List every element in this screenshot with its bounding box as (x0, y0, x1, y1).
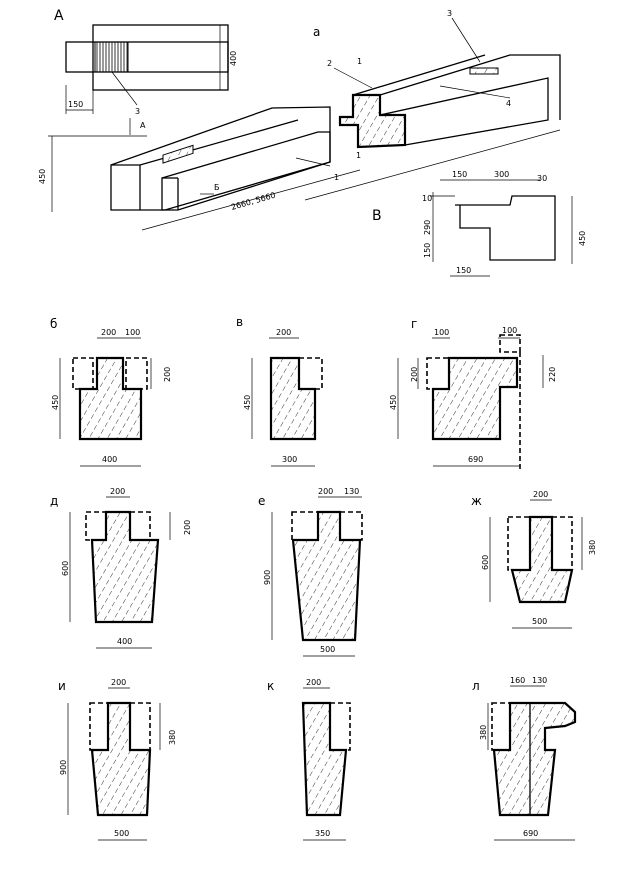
dim: 600 (61, 561, 70, 576)
view-a: А 400 150 3 (54, 8, 238, 116)
view-mark: Б (214, 183, 220, 192)
dim: 200 (101, 328, 116, 337)
dim: 400 (117, 637, 132, 646)
section-zh: ж 200 600 380 500 (471, 490, 597, 629)
callout: 3 (447, 9, 452, 18)
dim: 690 (468, 455, 483, 464)
dim: 380 (479, 725, 488, 740)
dim: 220 (548, 367, 557, 382)
callout: 2 (327, 59, 332, 68)
section-label: ж (471, 494, 482, 508)
section-label: г (411, 317, 417, 331)
dim: 150 (452, 170, 467, 179)
isometric-view: а 450 2660, 5660 А Б 1 2 3 4 1 1 (38, 9, 561, 231)
dim: 100 (502, 326, 517, 335)
dim: 130 (344, 487, 359, 496)
section-label: б (50, 317, 57, 331)
dim: 450 (389, 395, 398, 410)
section-d: д 200 200 600 400 (50, 487, 192, 649)
dim: 2660, 5660 (230, 191, 277, 212)
section-label: д (50, 494, 58, 508)
dim: 400 (102, 455, 117, 464)
section-b: б 200 100 450 200 400 (50, 317, 172, 467)
dim: 200 (410, 367, 419, 382)
dim: 380 (168, 730, 177, 745)
view-b-label: В (372, 208, 382, 224)
dim: 30 (537, 174, 547, 183)
dim: 500 (532, 617, 547, 626)
section-v: в 200 450 300 (236, 315, 323, 467)
view-a-label: А (54, 8, 64, 24)
dim: 200 (318, 487, 333, 496)
dim: 900 (59, 760, 68, 775)
dim: 300 (494, 170, 509, 179)
dim: 200 (111, 678, 126, 687)
dim: 150 (423, 243, 432, 258)
dim: 450 (51, 395, 60, 410)
section-label: и (58, 679, 66, 693)
view-mark: А (140, 121, 146, 130)
dim: 500 (320, 645, 335, 654)
section-mark: 1 (357, 57, 362, 66)
section-label: л (472, 679, 480, 693)
dim: 200 (276, 328, 291, 337)
callout: 1 (334, 173, 339, 182)
dim: 200 (306, 678, 321, 687)
dim: 200 (533, 490, 548, 499)
section-e: е 200 130 900 500 (258, 487, 363, 657)
section-label: в (236, 315, 243, 329)
dim: 300 (282, 455, 297, 464)
section-mark: 1 (356, 151, 361, 160)
iso-label: а (313, 25, 320, 39)
section-i: и 200 900 380 500 (58, 678, 177, 841)
dim: 150 (456, 266, 471, 275)
dim: 130 (532, 676, 547, 685)
dim: 200 (183, 520, 192, 535)
dim: 900 (263, 570, 272, 585)
section-label: к (267, 679, 274, 693)
dim: 160 (510, 676, 525, 685)
callout: 3 (135, 107, 140, 116)
dim: 200 (110, 487, 125, 496)
section-g: г 100 100 200 450 220 690 (389, 317, 557, 470)
dim: 450 (578, 231, 587, 246)
dim: 450 (243, 395, 252, 410)
dim: 150 (68, 100, 83, 109)
dim: 600 (481, 555, 490, 570)
dim: 690 (523, 829, 538, 838)
callout: 4 (506, 99, 511, 108)
section-label: е (258, 494, 265, 508)
section-k: к 200 350 (267, 678, 351, 841)
dim: 500 (114, 829, 129, 838)
dim: 200 (163, 367, 172, 382)
dim: 100 (125, 328, 140, 337)
section-l: л 160 130 380 690 (472, 676, 577, 841)
view-b: В 150 300 30 10 290 150 150 450 (372, 170, 587, 277)
dim: 10 (422, 194, 432, 203)
dim: 100 (434, 328, 449, 337)
dim: 400 (229, 51, 238, 66)
dim: 380 (588, 540, 597, 555)
dim: 350 (315, 829, 330, 838)
dim: 290 (423, 220, 432, 235)
dim: 450 (38, 169, 47, 184)
